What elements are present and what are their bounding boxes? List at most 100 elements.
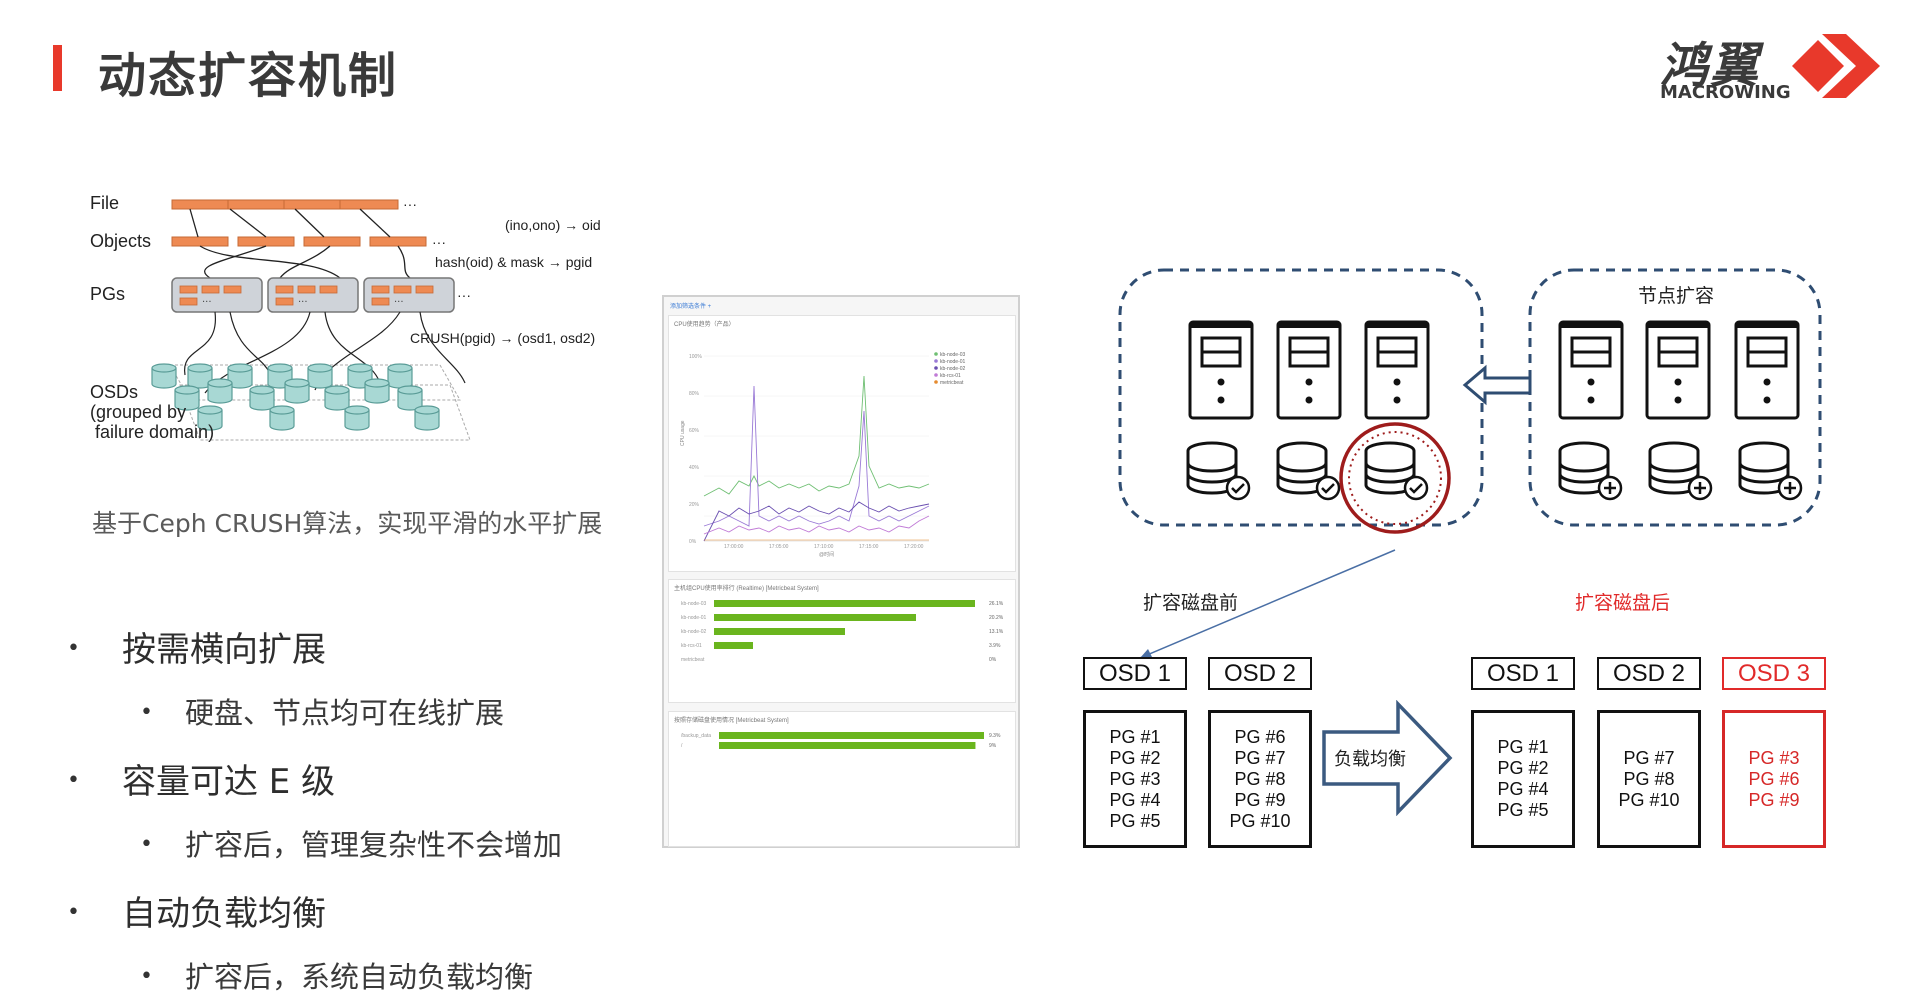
- label-osds-3: failure domain): [95, 422, 214, 442]
- x-tick-label: 17:10:00: [814, 544, 834, 550]
- pg-item: PG #3: [1109, 768, 1161, 789]
- server-icon: [1276, 320, 1342, 420]
- y-tick-label: 80%: [689, 391, 700, 397]
- cpu-ranking-panel: 主机组CPU使用率排行 (Realtime) [Metricbeat Syste…: [668, 579, 1016, 703]
- osd-label: OSD 1: [1471, 657, 1575, 690]
- pg-item: PG #8: [1234, 768, 1286, 789]
- bullet-2-sub: 扩容后，管理复杂性不会增加: [185, 828, 563, 862]
- legend-label: kb-rcs-01: [940, 373, 961, 379]
- label-pgs: PGs: [90, 284, 125, 304]
- pg-list-box: PG #1 PG #2 PG #4 PG #5: [1471, 710, 1575, 848]
- bullet-3: 自动负载均衡: [122, 894, 326, 934]
- bar: [714, 600, 975, 607]
- bar-label: /: [681, 743, 683, 749]
- x-tick-label: 17:00:00: [724, 544, 744, 550]
- svg-text:···: ···: [298, 297, 308, 308]
- legend-label: kb-node-02: [940, 366, 966, 372]
- pg-item: PG #10: [1229, 810, 1291, 831]
- pg-list-box: PG #1 PG #2 PG #3 PG #4 PG #5: [1083, 710, 1187, 848]
- bar-label: kb-node-03: [681, 601, 707, 607]
- bullet-dot: •: [67, 900, 80, 925]
- after-label: 扩容磁盘后: [1575, 593, 1671, 614]
- disk-check-icon: [1364, 441, 1429, 501]
- annotation-crush: CRUSH(pgid) → (osd1, osd2): [410, 330, 595, 346]
- bullet-dot: •: [67, 636, 80, 661]
- bullet-dot: •: [67, 768, 80, 793]
- bullet-2: 容量可达 E 级: [122, 762, 336, 802]
- merge-arrow-icon: [1462, 364, 1532, 406]
- pg-item: PG #4: [1109, 789, 1161, 810]
- y-tick-label: 0%: [689, 539, 697, 545]
- legend-label: kb-node-01: [940, 359, 966, 365]
- osd-label: OSD 2: [1208, 657, 1312, 690]
- y-tick-label: 20%: [689, 502, 700, 508]
- disk-usage-panel: 按照存储磁盘使用情况 [Metricbeat System] /backup_d…: [668, 711, 1016, 847]
- logo-chevron-icon: [1792, 34, 1880, 98]
- annotation-pgid: hash(oid) & mask → pgid: [435, 254, 592, 270]
- cpu-ranking-chart: kb-node-03 26.1% kb-node-01 20.2% kb-node-02…: [681, 600, 1004, 663]
- bar-label: /backup_data: [681, 733, 711, 739]
- legend-swatch: [934, 366, 938, 370]
- x-tick-label: 17:20:00: [904, 544, 924, 550]
- highlight-circle: [1339, 422, 1451, 534]
- pg-item: PG #2: [1497, 758, 1549, 778]
- svg-text:···: ···: [457, 287, 471, 303]
- bullet-dot: •: [140, 832, 153, 857]
- bar-value: 9.3%: [989, 733, 1001, 739]
- node-expansion-diagram: 节点扩容: [1118, 268, 1822, 534]
- bar-label: kb-node-02: [681, 629, 707, 635]
- pg-item: PG #9: [1748, 789, 1800, 810]
- svg-text:···: ···: [394, 297, 404, 308]
- bullet-dot: •: [140, 964, 153, 989]
- pg-item: PG #2: [1109, 747, 1161, 768]
- pg-item: PG #6: [1234, 726, 1286, 747]
- bar-value: 20.2%: [989, 615, 1004, 621]
- pg-item: PG #4: [1497, 779, 1549, 799]
- balance-arrow-icon: [1322, 700, 1453, 816]
- label-file: File: [90, 193, 119, 213]
- bar-value: 26.1%: [989, 601, 1004, 607]
- y-tick-label: 40%: [689, 465, 700, 471]
- pg-item: PG #9: [1234, 789, 1286, 810]
- disk-plus-icon: [1558, 441, 1623, 501]
- bar-label: kb-node-01: [681, 615, 707, 621]
- disk-plus-icon: [1738, 441, 1803, 501]
- panel-title: CPU使用趋势（产品）: [674, 322, 735, 328]
- balance-label: 负载均衡: [1334, 749, 1406, 769]
- svg-text:···: ···: [432, 234, 446, 250]
- bullet-1-sub: 硬盘、节点均可在线扩展: [185, 696, 505, 730]
- series-kb-node-02: [703, 501, 930, 542]
- connector-arrow: [1139, 549, 1396, 659]
- label-osds: OSDs: [90, 382, 138, 402]
- pg-list-box: PG #7 PG #8 PG #10: [1597, 710, 1701, 848]
- bar-label: kb-rcs-01: [681, 643, 702, 649]
- pg-item: PG #7: [1623, 747, 1675, 768]
- osd-label: OSD 1: [1083, 657, 1187, 690]
- legend-label: kb-node-03: [940, 352, 966, 358]
- server-icon: [1188, 320, 1254, 420]
- pg-item: PG #6: [1748, 768, 1800, 789]
- annotation-oid: (ino,ono) → oid: [505, 217, 601, 233]
- pg-item: PG #10: [1618, 789, 1680, 810]
- add-filter-link[interactable]: 添加筛选条件 +: [670, 304, 712, 310]
- series-kb-node-03: [703, 375, 930, 497]
- before-label: 扩容磁盘前: [1143, 593, 1239, 614]
- panel-title: 按照存储磁盘使用情况 [Metricbeat System]: [674, 718, 789, 724]
- series-kb-rcs-01: [703, 515, 930, 535]
- title-accent-bar: [53, 45, 62, 91]
- pg-list-box: PG #6 PG #7 PG #8 PG #9 PG #10: [1208, 710, 1312, 848]
- page-title: 动态扩容机制: [98, 48, 399, 104]
- pg-item: PG #1: [1109, 726, 1161, 747]
- legend-label: metricbeat: [940, 380, 964, 386]
- y-tick-label: 100%: [689, 354, 702, 360]
- x-tick-label: 17:05:00: [769, 544, 789, 550]
- pg-item: PG #7: [1234, 747, 1286, 768]
- osd-label-new: OSD 3: [1722, 657, 1826, 690]
- x-axis-label: @时间: [819, 551, 834, 558]
- pg-list-box-new: PG #3 PG #6 PG #9: [1722, 710, 1826, 848]
- highlight-circle-inner: [1348, 431, 1442, 525]
- node-expand-label: 节点扩容: [1638, 285, 1714, 307]
- legend-swatch: [934, 359, 938, 363]
